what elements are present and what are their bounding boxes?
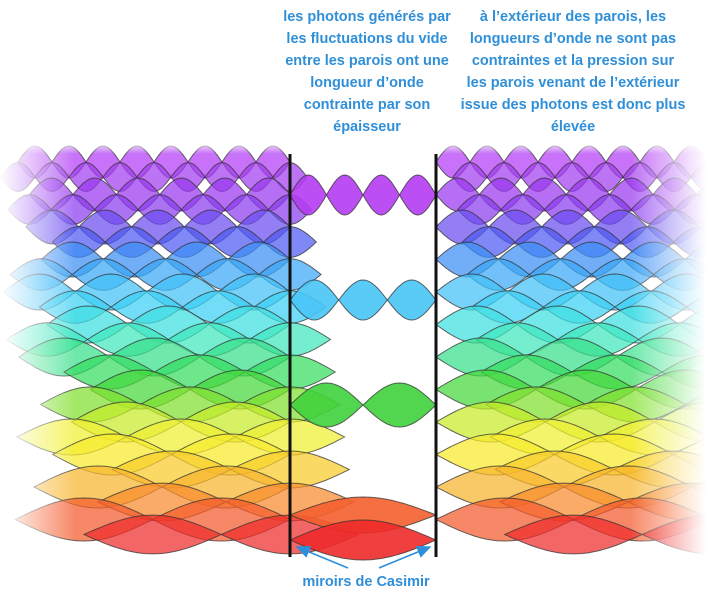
fade-top (0, 140, 706, 154)
caption-line: contrainte par son (303, 97, 431, 113)
inside-standing-waves (288, 174, 438, 561)
standing-wave-violet (362, 174, 401, 216)
caption-line: issue des photons est donc plus (460, 97, 686, 113)
outside-photons-caption: à l’extérieur des parois, les longueurs … (448, 6, 698, 138)
caption-line: les photons générés par (283, 9, 451, 25)
caption-line: contraintes et la pression sur (471, 53, 675, 69)
casimir-mirrors-label: miroirs de Casimir (302, 574, 430, 590)
standing-wave-green (362, 382, 437, 428)
caption-line: élevée (550, 119, 596, 135)
caption-line: entre les parois ont une (285, 53, 449, 69)
caption-line: les parois venant de l’extérieur (466, 75, 680, 91)
caption-line: les fluctuations du vide (286, 31, 448, 47)
caption-line: épaisseur (333, 119, 401, 135)
arrow-to-right-wall (378, 545, 432, 569)
fade-right (631, 140, 706, 560)
inside-photons-caption: les photons générés par les fluctuations… (268, 6, 466, 138)
standing-wave-sky (338, 279, 388, 321)
standing-wave-violet (398, 174, 437, 216)
caption-line: à l’extérieur des parois, les (479, 9, 667, 25)
arrow-to-left-wall (295, 545, 349, 569)
standing-wave-violet (325, 174, 364, 216)
caption-line: longueurs d’onde ne sont pas (469, 31, 677, 47)
fade-left (0, 140, 75, 560)
caption-line: longueur d’onde (310, 75, 424, 91)
standing-wave-sky (386, 279, 437, 321)
